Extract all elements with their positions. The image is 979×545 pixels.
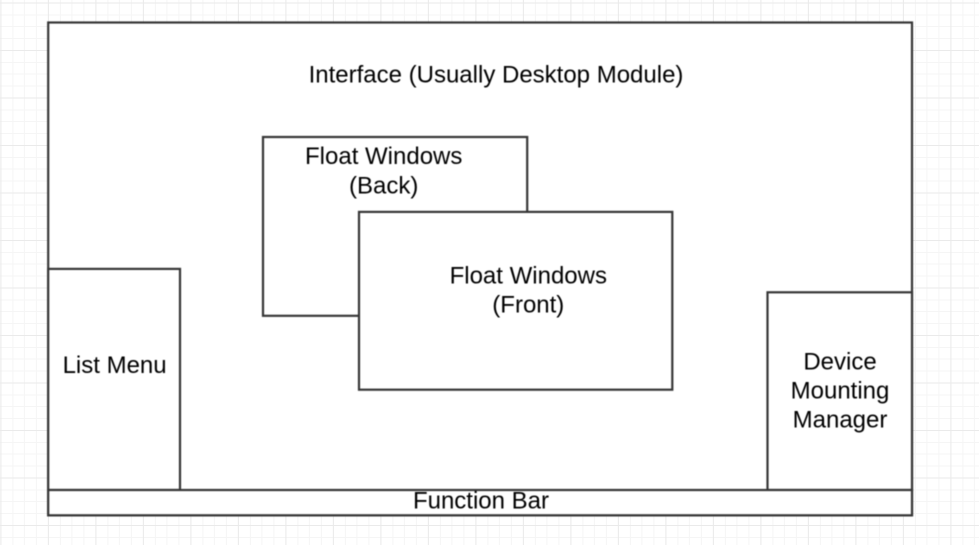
svg-text:Interface (Usually Desktop Mod: Interface (Usually Desktop Module): [309, 62, 684, 89]
svg-text:Float Windows: Float Windows: [450, 263, 607, 290]
svg-text:Mounting: Mounting: [791, 378, 890, 405]
svg-text:(Back): (Back): [349, 173, 418, 200]
svg-text:Manager: Manager: [793, 407, 888, 434]
svg-text:List Menu: List Menu: [63, 352, 167, 379]
svg-text:Function Bar: Function Bar: [413, 487, 549, 514]
svg-text:Float Windows: Float Windows: [305, 143, 462, 170]
svg-text:Device: Device: [803, 349, 876, 376]
svg-text:(Front): (Front): [492, 291, 564, 318]
